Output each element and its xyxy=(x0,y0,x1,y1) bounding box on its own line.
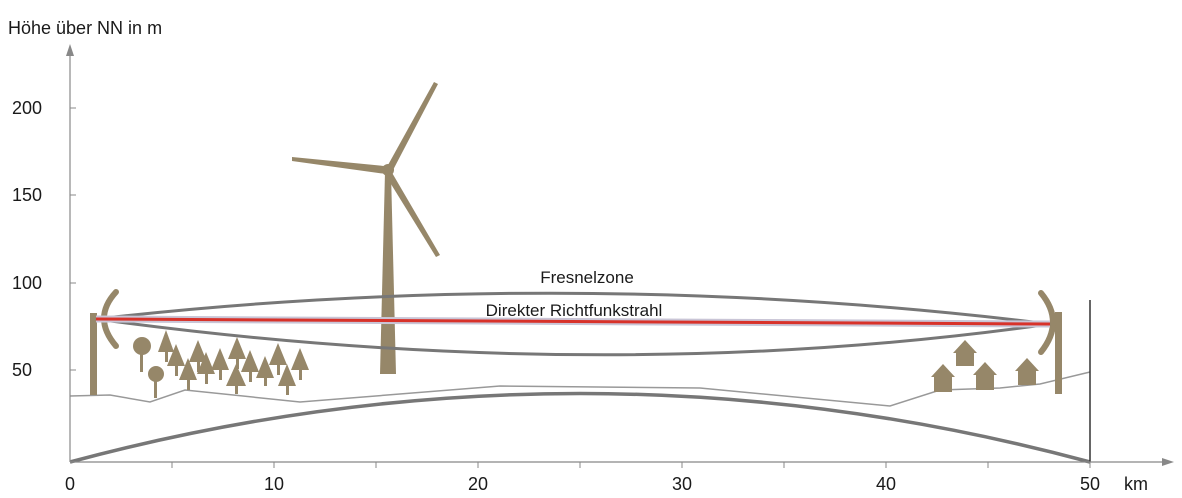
terrain xyxy=(69,300,1091,464)
y-axis-arrow-icon xyxy=(66,44,74,56)
antenna-left xyxy=(90,289,119,395)
tree-icon xyxy=(269,343,287,375)
house-icon xyxy=(1015,358,1039,385)
terrain-surface xyxy=(69,371,1091,407)
fresnel-zone-lower xyxy=(95,317,1051,357)
x-axis-arrow-icon xyxy=(1162,458,1174,466)
village xyxy=(931,340,1039,392)
tree-icon xyxy=(133,337,151,372)
turbine-tower xyxy=(380,172,396,374)
tree-icon xyxy=(167,344,185,376)
y-tick-label: 50 xyxy=(12,360,32,380)
wind-turbine-icon xyxy=(292,82,440,374)
fresnel-zone-upper xyxy=(95,291,1051,326)
x-axis-unit: km xyxy=(1124,474,1148,494)
tree-icon xyxy=(228,337,246,369)
x-tick-label: 30 xyxy=(672,474,692,494)
direct-beam-line xyxy=(95,317,1051,326)
turbine-hub xyxy=(382,164,394,176)
house-icon xyxy=(931,364,955,392)
fresnel-zone-label: Fresnelzone xyxy=(540,268,634,287)
tree-icon xyxy=(278,364,296,395)
house-icon xyxy=(953,340,977,366)
tree-icon xyxy=(148,366,164,398)
antenna-right xyxy=(1038,290,1062,394)
x-tick-label: 20 xyxy=(468,474,488,494)
tree-icon xyxy=(197,352,215,384)
y-tick-label: 200 xyxy=(12,98,42,118)
direct-beam-label: Direkter Richtfunkstrahl xyxy=(486,301,663,320)
earth-curvature-arc xyxy=(69,391,1091,464)
axes: Höhe über NN in m 50 100 150 200 0 10 20… xyxy=(8,18,1174,494)
turbine-blade xyxy=(386,171,440,257)
y-axis-title: Höhe über NN in m xyxy=(8,18,162,38)
y-tick-label: 150 xyxy=(12,185,42,205)
x-tick-label: 50 xyxy=(1080,474,1100,494)
x-tick-label: 0 xyxy=(65,474,75,494)
x-tick-label: 40 xyxy=(876,474,896,494)
antenna-mast xyxy=(1055,312,1062,394)
house-icon xyxy=(973,362,997,390)
tree-icon xyxy=(211,348,229,380)
tree-icon xyxy=(158,330,174,362)
tree-icon xyxy=(241,350,259,382)
fresnel-zone xyxy=(95,291,1051,357)
tree-icon xyxy=(291,348,309,380)
y-tick-label: 100 xyxy=(12,273,42,293)
forest xyxy=(133,330,309,398)
antenna-mast xyxy=(90,313,97,395)
turbine-blade xyxy=(388,82,438,172)
x-tick-label: 10 xyxy=(264,474,284,494)
direct-beam xyxy=(95,315,1051,328)
turbine-blade xyxy=(292,157,386,174)
tree-icon xyxy=(179,358,197,390)
tree-icon xyxy=(189,340,207,372)
tree-icon xyxy=(226,364,246,394)
tree-icon xyxy=(256,356,274,386)
antenna-dish-icon xyxy=(1038,290,1056,355)
